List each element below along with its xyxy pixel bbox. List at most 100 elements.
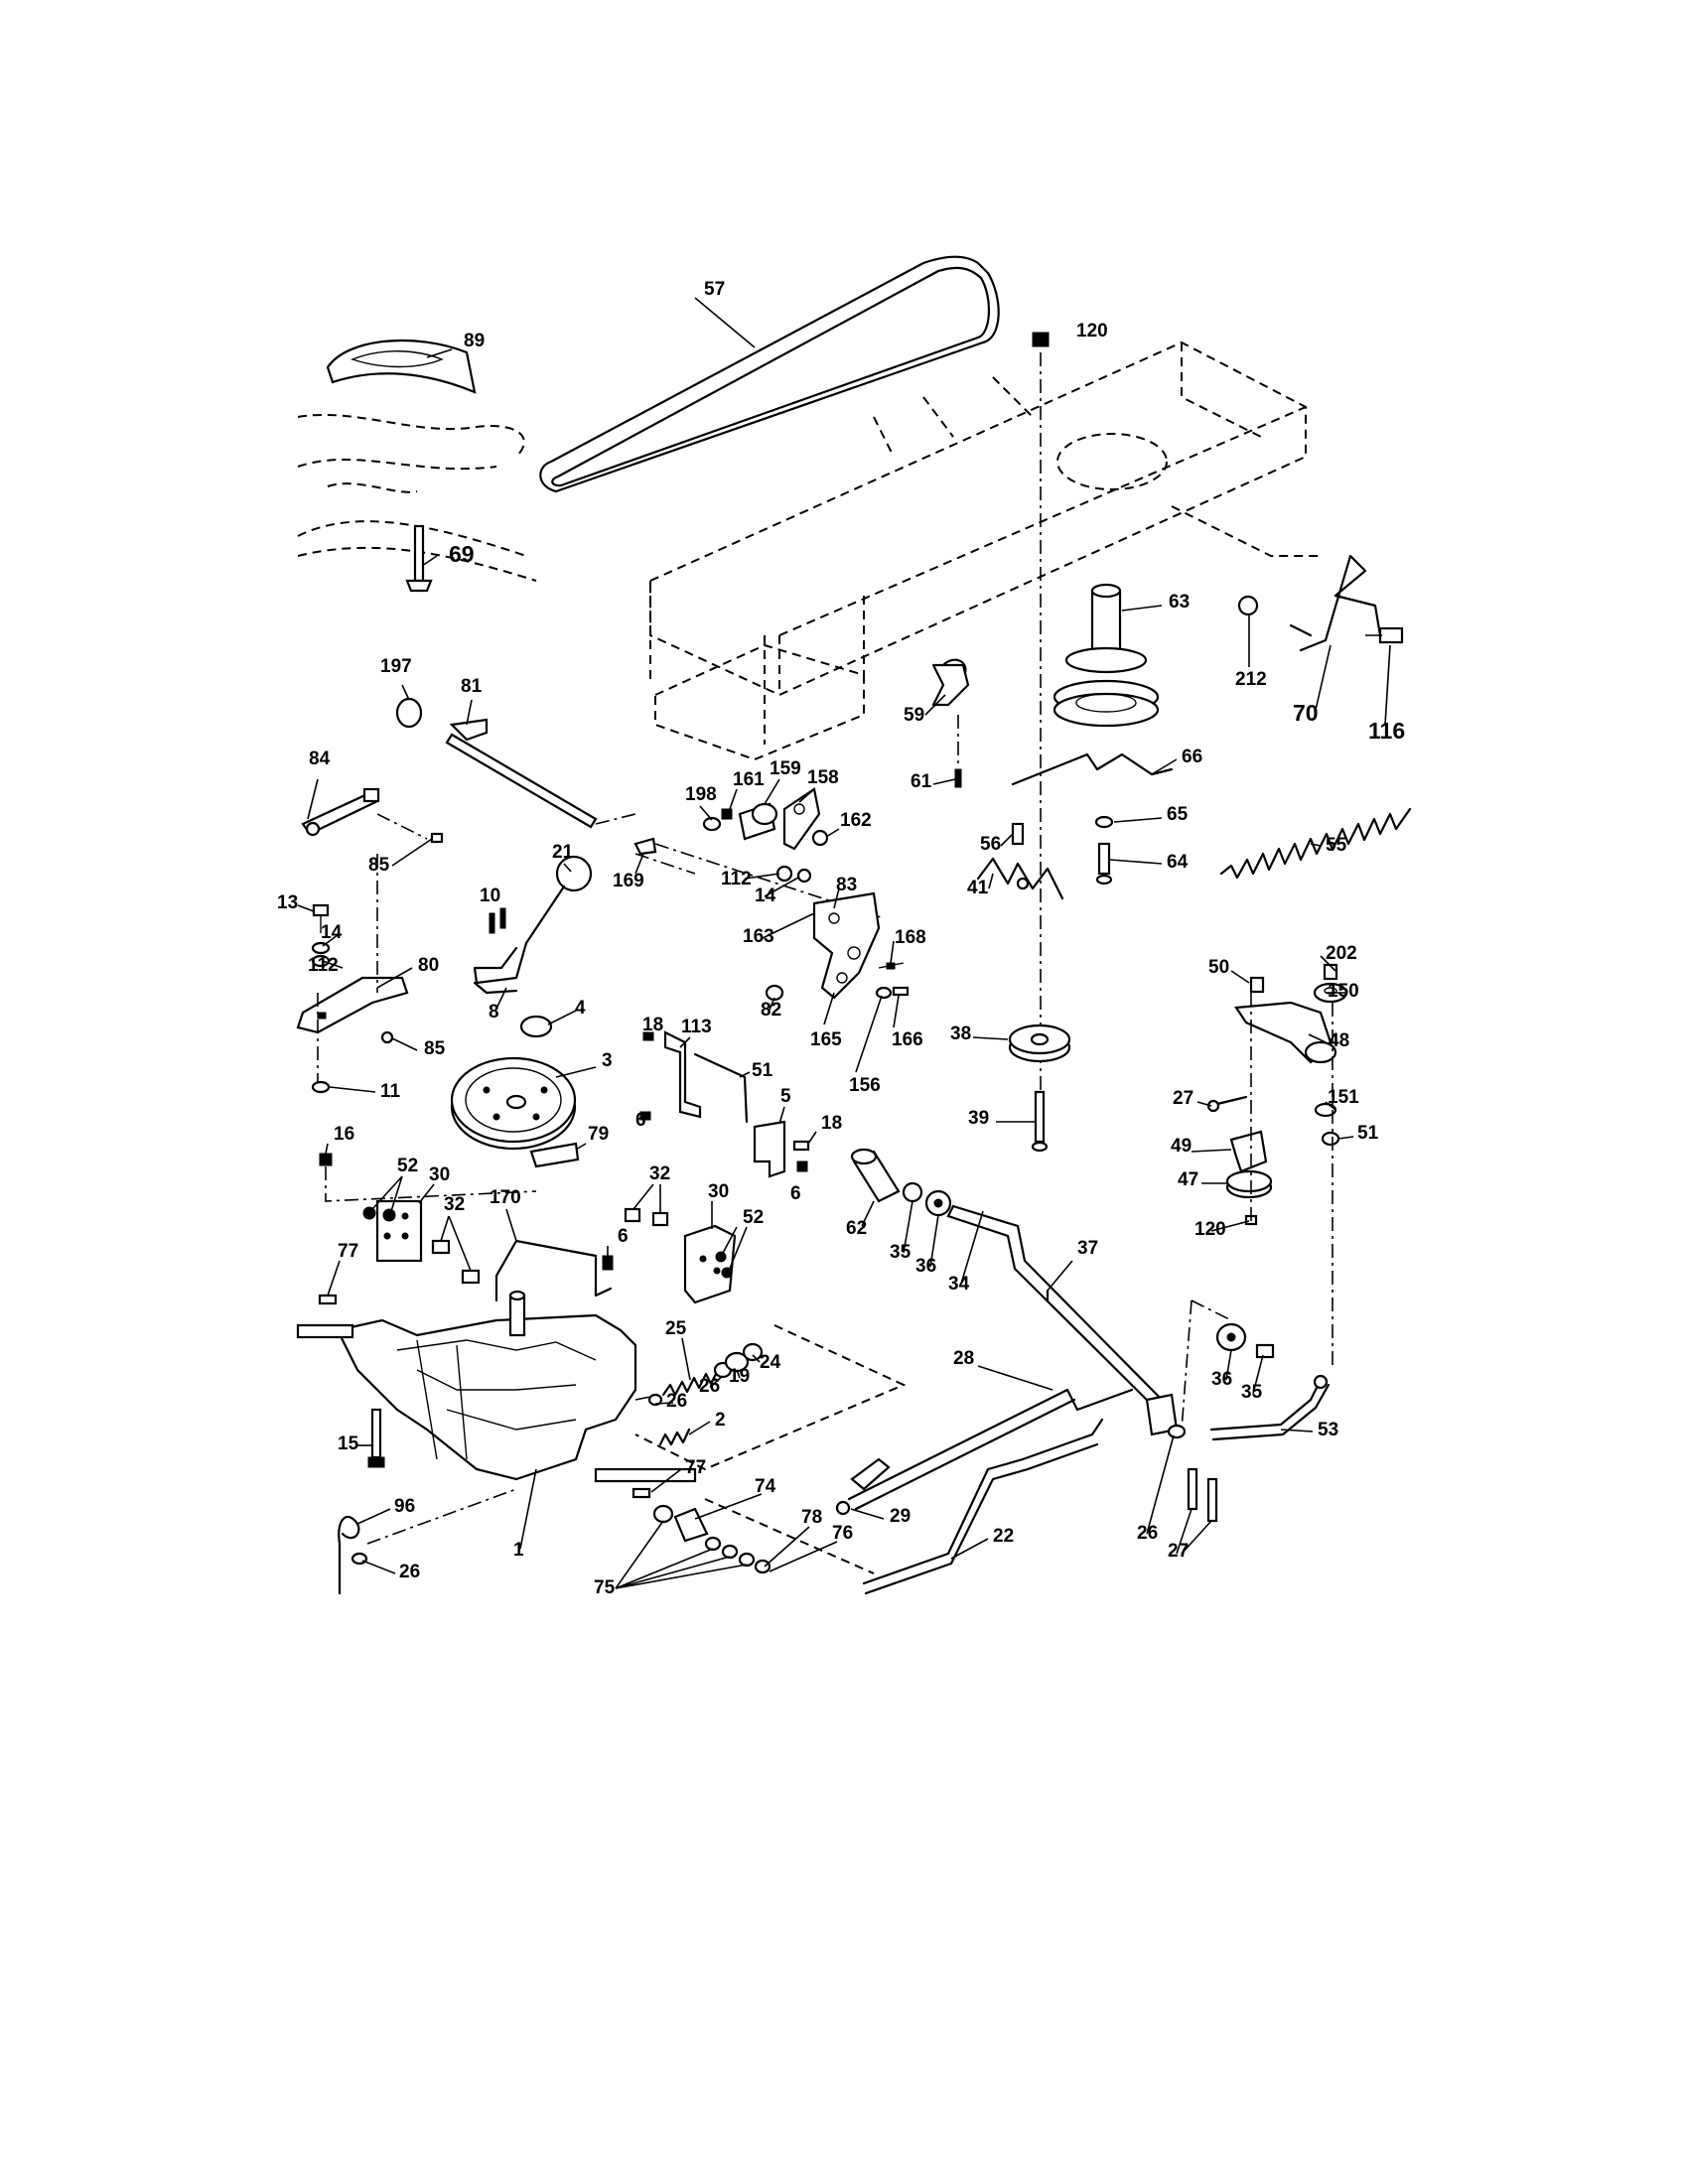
callout-29: 29 <box>890 1506 911 1527</box>
callout-62: 62 <box>846 1218 867 1239</box>
callout-14a: 14 <box>755 886 776 906</box>
part-83-165-bracket <box>765 891 910 1002</box>
callout-27b: 27 <box>1168 1541 1189 1562</box>
part-69-bolt <box>405 524 433 593</box>
callout-150: 150 <box>1328 981 1359 1002</box>
right-mounting-bracket <box>602 1207 737 1304</box>
callout-14b: 14 <box>321 922 343 943</box>
part-26-27-right <box>1145 1393 1218 1523</box>
callout-1: 1 <box>513 1540 524 1561</box>
callout-81: 81 <box>461 676 483 697</box>
callout-6c: 6 <box>618 1226 629 1247</box>
callout-18a: 18 <box>642 1015 663 1035</box>
callout-70: 70 <box>1293 700 1319 726</box>
part-55-spring <box>1219 807 1412 880</box>
callout-163: 163 <box>743 926 774 947</box>
callout-48: 48 <box>1329 1030 1349 1051</box>
callout-168: 168 <box>895 927 926 948</box>
callout-65: 65 <box>1167 804 1189 825</box>
callout-63: 63 <box>1169 592 1190 613</box>
callout-49: 49 <box>1171 1136 1192 1157</box>
callout-51a: 51 <box>752 1060 773 1081</box>
callout-74: 74 <box>755 1476 776 1497</box>
callout-112b: 112 <box>308 955 339 976</box>
callout-8: 8 <box>489 1002 499 1023</box>
part-59-bracket <box>931 658 970 707</box>
part-64-bolt <box>1095 842 1113 886</box>
callout-26a: 26 <box>699 1376 720 1397</box>
callout-26c: 26 <box>1137 1523 1158 1544</box>
callout-77b: 77 <box>685 1457 706 1478</box>
callout-85a: 85 <box>368 855 390 876</box>
leader-lines <box>297 297 1391 1589</box>
callout-169: 169 <box>613 871 644 891</box>
part-66-rod <box>1011 752 1174 786</box>
part-65-washer <box>1094 815 1114 829</box>
callout-52a: 52 <box>397 1156 418 1176</box>
part-79-key <box>529 1142 580 1168</box>
callout-28: 28 <box>953 1348 974 1369</box>
callout-79: 79 <box>588 1124 609 1145</box>
callout-34: 34 <box>948 1274 970 1295</box>
callout-197: 197 <box>380 656 412 677</box>
callout-161: 161 <box>733 769 765 790</box>
callout-4: 4 <box>575 998 586 1019</box>
callout-61: 61 <box>911 771 932 792</box>
part-38-pulley <box>1008 1024 1071 1063</box>
part-170-rod <box>494 1239 613 1302</box>
callout-5: 5 <box>780 1086 791 1107</box>
callout-26b: 26 <box>666 1391 687 1412</box>
callout-116: 116 <box>1368 718 1405 744</box>
part-89-cover <box>326 339 477 394</box>
part-57-drive-belt <box>539 255 1000 493</box>
callout-83: 83 <box>836 875 857 895</box>
callout-32a: 32 <box>649 1163 670 1184</box>
callout-112a: 112 <box>721 869 752 889</box>
callout-38: 38 <box>950 1024 971 1044</box>
callout-13: 13 <box>277 892 298 913</box>
bellcrank-assembly <box>634 787 885 919</box>
callout-75: 75 <box>594 1577 616 1598</box>
part-84-rod <box>301 787 380 837</box>
part-56-bolt <box>1011 822 1025 846</box>
callout-64: 64 <box>1167 852 1189 873</box>
callout-6b: 6 <box>790 1183 801 1204</box>
callout-202: 202 <box>1326 943 1357 964</box>
callout-78: 78 <box>801 1507 822 1528</box>
callout-3: 3 <box>602 1050 613 1071</box>
callout-80: 80 <box>418 955 439 976</box>
callout-156: 156 <box>849 1075 881 1096</box>
callout-32b: 32 <box>444 1194 465 1215</box>
part-10-screws <box>489 907 506 934</box>
callout-165: 165 <box>810 1029 842 1050</box>
part-212-70-116 <box>1237 554 1404 652</box>
part-197-bushing <box>395 697 423 729</box>
part-80-bracket <box>296 854 409 1094</box>
callout-85b: 85 <box>424 1038 446 1059</box>
part-39-bolt <box>1031 1090 1049 1153</box>
callout-37: 37 <box>1077 1238 1098 1259</box>
part-61-screw <box>954 715 962 788</box>
callout-57: 57 <box>704 279 725 300</box>
left-mounting-bracket <box>319 1153 537 1285</box>
callout-76: 76 <box>832 1523 853 1544</box>
part-29-end <box>835 1500 851 1516</box>
part-4-ring <box>519 1015 553 1038</box>
callout-36a: 36 <box>915 1256 936 1277</box>
callout-19: 19 <box>729 1366 750 1387</box>
part-81-shaft <box>445 718 636 829</box>
callout-77a: 77 <box>338 1241 358 1262</box>
callout-113: 113 <box>681 1017 712 1037</box>
part-120-nut <box>1032 332 1050 1112</box>
callout-82: 82 <box>761 1000 781 1021</box>
callout-21: 21 <box>552 842 574 863</box>
callout-53: 53 <box>1318 1420 1338 1440</box>
axle-washers <box>652 1498 875 1574</box>
callout-30b: 30 <box>708 1181 729 1202</box>
callout-50: 50 <box>1208 957 1229 978</box>
part-8-lever <box>473 885 566 995</box>
part-41-bracket <box>976 857 1064 900</box>
callout-84: 84 <box>309 749 331 769</box>
